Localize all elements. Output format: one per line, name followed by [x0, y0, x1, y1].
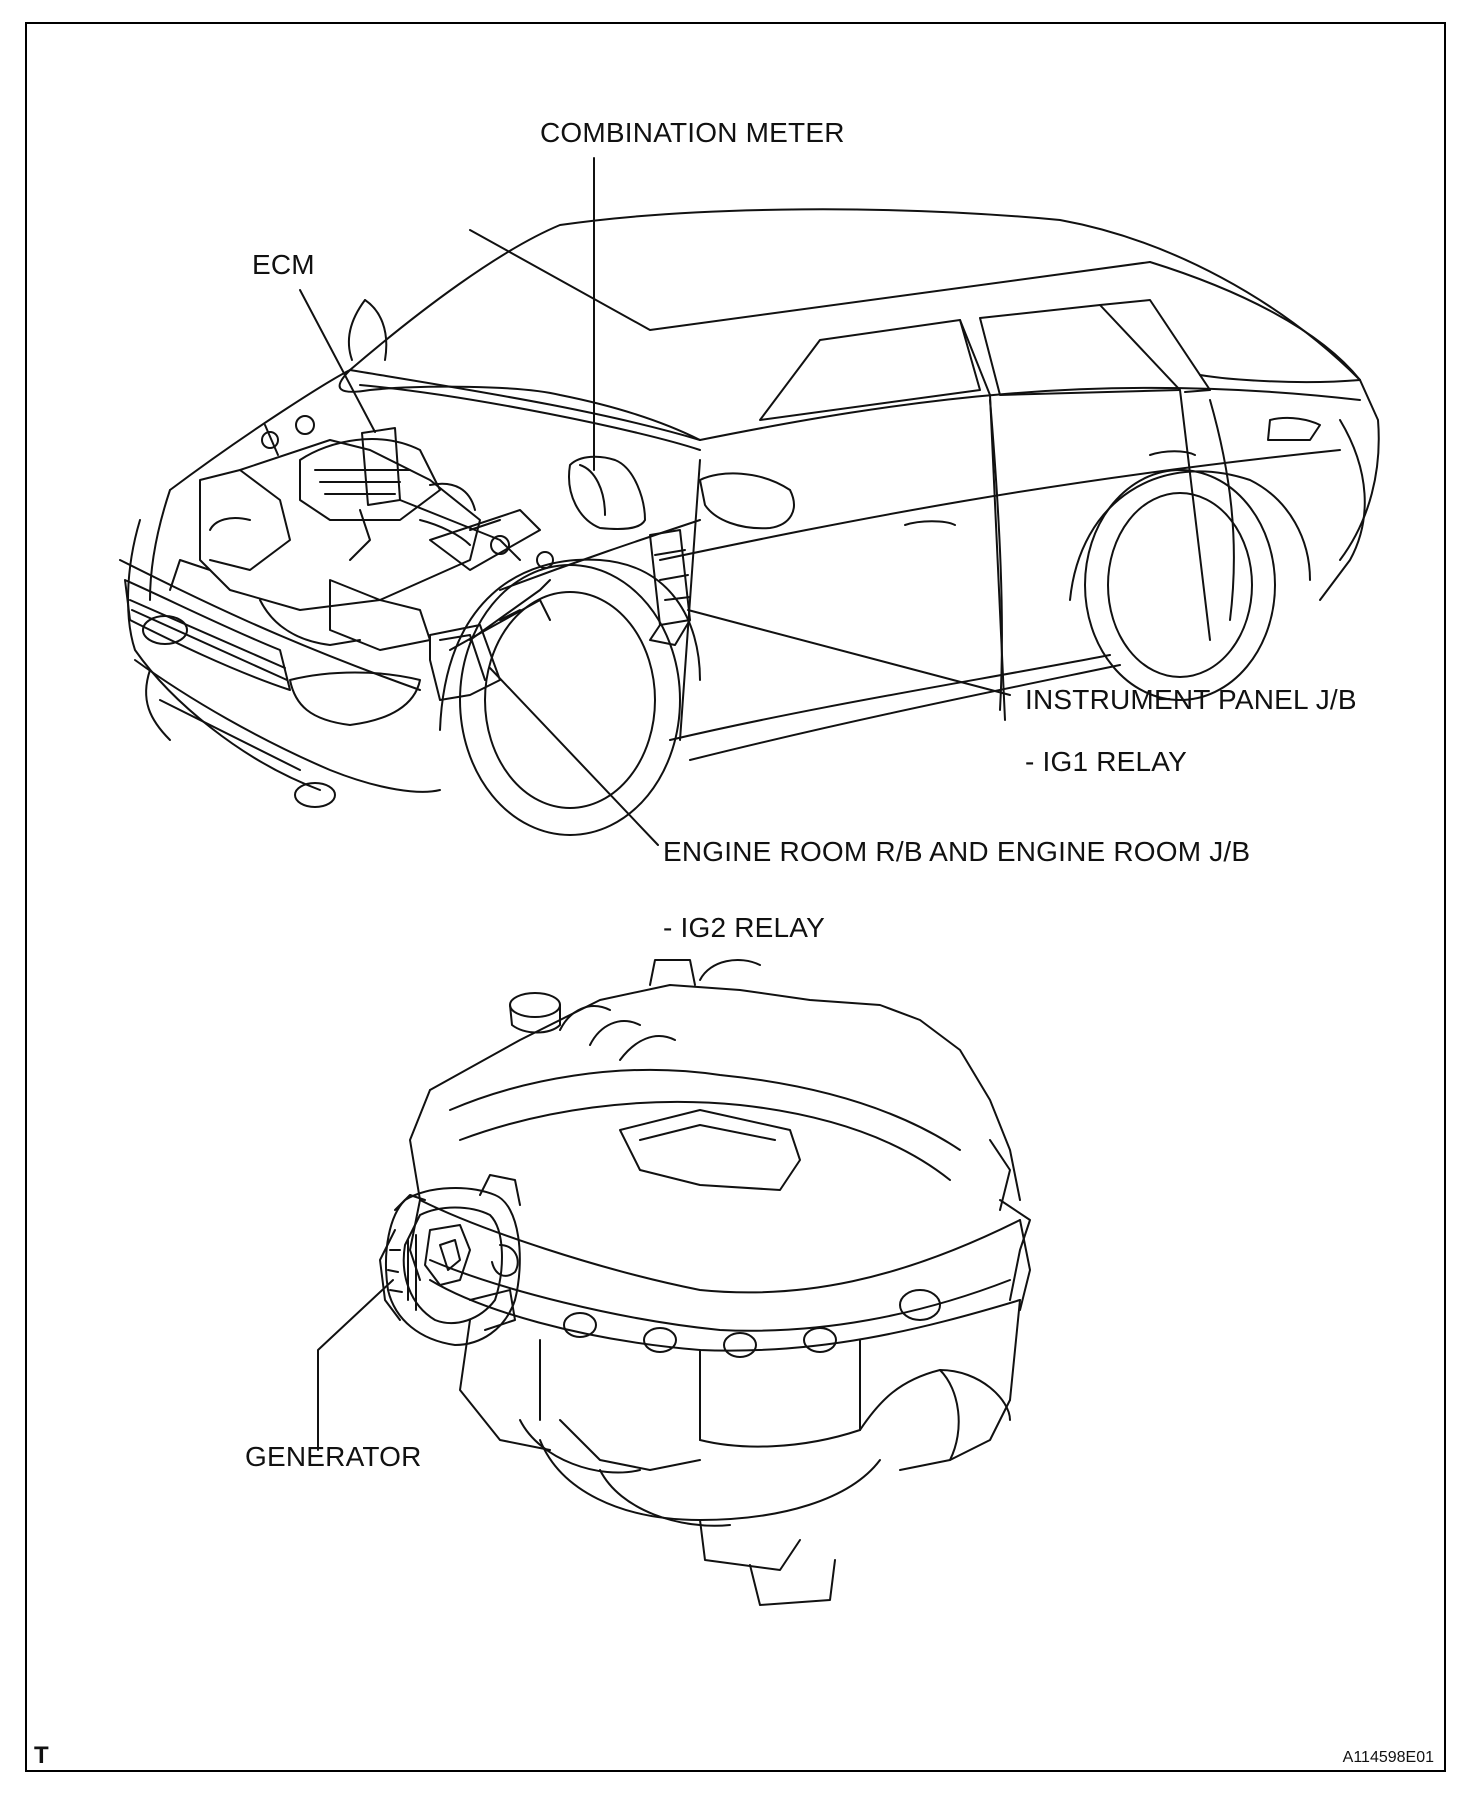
- label-ig1-relay: - IG1 RELAY: [1025, 746, 1187, 777]
- label-ecm: ECM: [252, 249, 315, 280]
- leader-engine-room-rb-jb: [490, 668, 658, 845]
- generator-icon: [380, 1175, 520, 1345]
- label-engine-room-rb-jb: ENGINE ROOM R/B AND ENGINE ROOM J/B: [663, 836, 1251, 867]
- label-instrument-panel-jb: INSTRUMENT PANEL J/B: [1025, 684, 1357, 715]
- car-cutaway-icon: [120, 209, 1379, 835]
- diagram-frame: [25, 22, 1446, 1772]
- label-generator: GENERATOR: [245, 1441, 422, 1472]
- leader-instrument-panel-jb: [688, 610, 1010, 695]
- label-ig2-relay: - IG2 RELAY: [663, 912, 825, 943]
- leader-ecm: [300, 290, 375, 432]
- engine-block-icon: [410, 960, 1030, 1605]
- leader-generator: [318, 1280, 393, 1450]
- label-combination-meter: COMBINATION METER: [540, 117, 845, 148]
- figure-id: A114598E01: [1342, 1749, 1434, 1766]
- corner-mark: T: [34, 1742, 49, 1769]
